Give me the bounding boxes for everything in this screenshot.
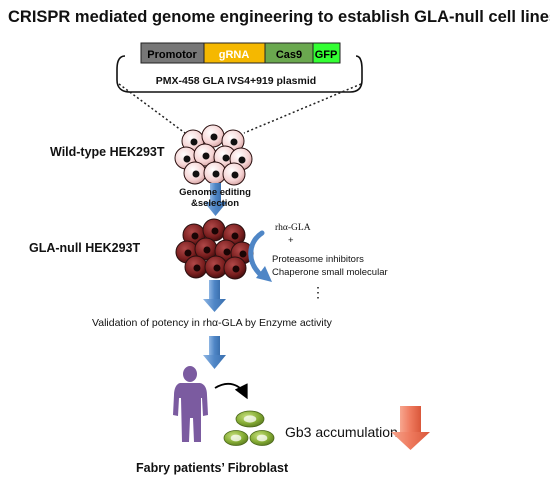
wild-type-nucleus — [183, 155, 191, 163]
wild-type-nucleus — [222, 154, 230, 162]
plasmid-label-promotor: Promotor — [147, 49, 197, 61]
treatment-chaperone: Chaperone small molecular — [272, 267, 388, 278]
gla-null-nucleus — [184, 249, 192, 257]
arrow-to-validation — [203, 280, 226, 312]
treatment-proteasome: Proteasome inhibitors — [272, 254, 364, 265]
gla-null-cell-cluster — [175, 218, 254, 280]
dotted-line-right — [243, 83, 362, 134]
gla-null-label: GLA-null HEK293T — [29, 241, 140, 255]
fibroblast-nucleus — [256, 434, 268, 442]
page-title: CRISPR mediated genome engineering to es… — [8, 8, 550, 26]
gla-null-nucleus — [211, 227, 219, 235]
wild-type-nucleus — [238, 156, 246, 164]
gla-null-nucleus — [223, 248, 231, 256]
down-arrow-icon — [391, 406, 430, 450]
gla-null-nucleus — [191, 232, 199, 240]
black-curved-arrow — [214, 382, 248, 400]
genome-editing-arrow — [204, 183, 227, 216]
gla-null-nucleus — [213, 264, 221, 272]
dotted-line-left — [118, 83, 186, 134]
wild-type-cell-cluster — [174, 124, 253, 186]
treatment-plus: + — [288, 235, 294, 246]
plasmid-diagram: Promotor gRNA Cas9 GFP PMX-458 GLA IVS4+… — [116, 42, 363, 93]
wild-type-nucleus — [231, 171, 239, 179]
gla-null-nucleus — [203, 246, 211, 254]
gla-null-nucleus — [232, 265, 240, 273]
validation-label: Validation of potency in rhα-GLA by Enzy… — [92, 317, 333, 329]
plasmid-name: PMX-458 GLA IVS4+919 plasmid — [156, 75, 316, 87]
treatment-ellipsis: ⋮ — [311, 284, 325, 300]
wild-type-nucleus — [212, 170, 220, 178]
plasmid-outline — [116, 55, 363, 93]
wild-type-nucleus — [192, 170, 200, 178]
editing-label-line2: &selection — [191, 198, 239, 209]
plasmid-label-gfp: GFP — [315, 49, 338, 61]
plasmid-segment-gfp — [312, 42, 341, 64]
wild-type-label: Wild-type HEK293T — [50, 145, 165, 159]
gla-null-nucleus — [239, 250, 247, 258]
editing-label-line1: Genome editing — [179, 187, 251, 198]
fibroblast-cells — [223, 410, 275, 446]
fibroblast-nucleus — [243, 415, 257, 423]
plasmid-label-grna: gRNA — [219, 49, 250, 61]
gb3-label: Gb3 accumulation — [285, 424, 398, 440]
arrow-to-patients — [203, 336, 226, 369]
gla-null-nucleus — [193, 264, 201, 272]
wild-type-nucleus — [210, 133, 218, 141]
treatment-rha-gla: rhα-GLA — [275, 223, 311, 233]
plasmid-label-cas9: Cas9 — [276, 49, 302, 61]
wild-type-nucleus — [190, 138, 198, 146]
person-silhouette-icon — [173, 366, 208, 442]
fibroblast-nucleus — [230, 434, 242, 442]
wild-type-nucleus — [202, 152, 210, 160]
curved-arrow-icon — [248, 230, 272, 282]
gla-null-nucleus — [231, 232, 239, 240]
fabry-label: Fabry patients’ Fibroblast — [136, 461, 289, 475]
wild-type-nucleus — [230, 138, 238, 146]
